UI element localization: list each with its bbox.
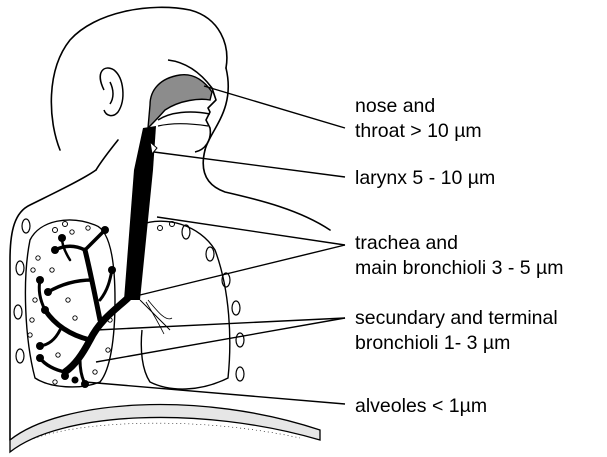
label-alveoles-text: alveoles < 1µm [355,394,487,419]
rib-dots [53,222,175,233]
left-lung [25,220,128,388]
label-larynx-text: larynx 5 - 10 µm [355,166,495,191]
leader-trachea-2 [140,245,345,295]
face-profile [168,60,216,152]
right-lung [140,221,230,389]
nasal-cavity [148,75,212,128]
label-nose-line1: nose and [355,94,482,119]
label-trachea: trachea and main bronchioli 3 - 5 µm [355,231,563,281]
leader-alveoles [85,382,345,404]
label-nose-throat: nose and throat > 10 µm [355,94,482,144]
ear [100,68,123,116]
diaphragm [10,405,320,452]
leader-trachea-1 [157,217,345,245]
leader-larynx [154,152,345,177]
label-secondary-line1: secundary and terminal [355,306,558,331]
label-trachea-line2: main bronchioli 3 - 5 µm [355,256,563,281]
label-secondary-bronchioli: secundary and terminal bronchioli 1- 3 µ… [355,306,558,356]
trachea [124,126,157,300]
leader-lines [85,86,345,404]
label-alveoles: alveoles < 1µm [355,394,487,419]
label-nose-line2: throat > 10 µm [355,119,482,144]
ribs-right [182,225,244,381]
label-larynx: larynx 5 - 10 µm [355,166,495,191]
label-secondary-line2: bronchioli 1- 3 µm [355,331,558,356]
label-trachea-line1: trachea and [355,231,563,256]
